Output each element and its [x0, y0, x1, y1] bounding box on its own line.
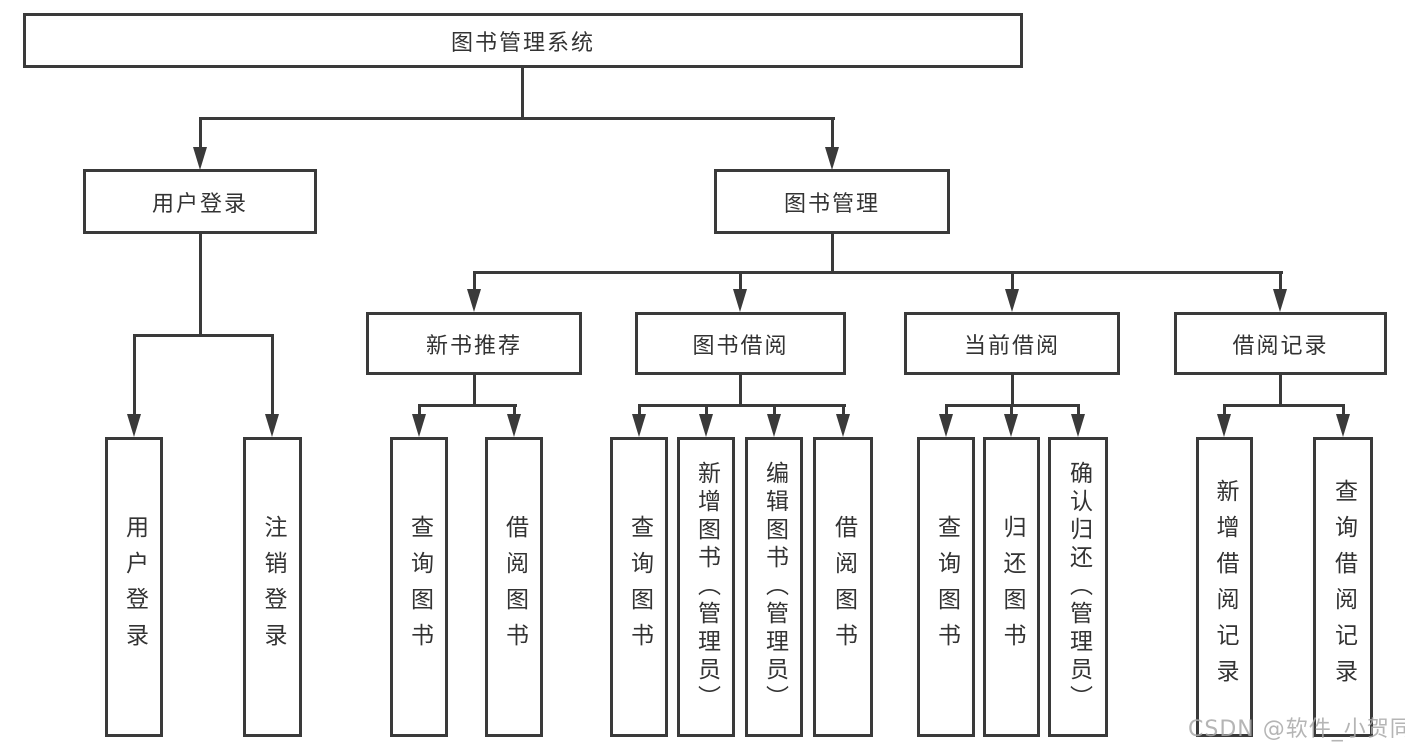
- leaf-add-book-admin-label: 新增图书（管理员）: [693, 461, 720, 713]
- connector-drop-d1: [945, 404, 948, 416]
- connector-drop-c2: [705, 404, 708, 416]
- leaf-borrow-books-label: 借阅图书: [830, 515, 857, 659]
- connector-book-management-split: [473, 271, 1283, 274]
- arrowhead-c3: [767, 414, 781, 437]
- arrowhead-e2: [1336, 414, 1350, 437]
- node-book-management-label: 图书管理: [783, 191, 880, 217]
- leaf-query-borrow-record: 查询借阅记录: [1313, 437, 1373, 737]
- connector-drop-d2: [1010, 404, 1013, 416]
- leaf-query-borrow-record-label: 查询借阅记录: [1330, 479, 1357, 695]
- connector-drop-user-login: [199, 117, 202, 149]
- arrowhead-c1: [632, 414, 646, 437]
- connector-drop-leaf-logout: [271, 334, 274, 416]
- connector-drop-borrow-records: [1279, 271, 1282, 291]
- node-root-label: 图书管理系统: [450, 30, 595, 56]
- connector-book-borrow-stem: [739, 375, 742, 407]
- connector-drop-leaf-login: [133, 334, 136, 416]
- leaf-query-books-recommend: 查询图书: [390, 437, 448, 737]
- connector-drop-d3: [1077, 404, 1080, 416]
- node-user-login: 用户登录: [83, 169, 317, 234]
- leaf-add-borrow-record-label: 新增借阅记录: [1212, 479, 1238, 695]
- leaf-borrow-books: 借阅图书: [813, 437, 873, 737]
- connector-drop-e1: [1223, 404, 1226, 416]
- leaf-borrow-books-recommend-label: 借阅图书: [501, 515, 528, 659]
- node-new-book-recommend: 新书推荐: [366, 312, 582, 375]
- arrowhead-d1: [939, 414, 953, 437]
- connector-drop-book-borrow: [739, 271, 742, 291]
- arrowhead-book-management: [825, 147, 839, 170]
- leaf-logout-label: 注销登录: [260, 515, 286, 659]
- arrowhead-borrow-records: [1273, 289, 1287, 312]
- connector-drop-c4: [842, 404, 845, 416]
- leaf-query-books-borrow: 查询图书: [610, 437, 668, 737]
- leaf-confirm-return-admin: 确认归还（管理员）: [1048, 437, 1108, 737]
- leaf-query-books-recommend-label: 查询图书: [406, 515, 433, 659]
- leaf-user-login-label: 用户登录: [121, 515, 148, 659]
- arrowhead-book-borrow: [733, 289, 747, 312]
- node-borrow-records: 借阅记录: [1174, 312, 1387, 375]
- arrowhead-c4: [836, 414, 850, 437]
- arrowhead-leaf-login: [127, 414, 141, 437]
- connector-current-borrow-stem: [1011, 375, 1014, 407]
- arrowhead-user-login: [193, 147, 207, 170]
- leaf-query-books-current: 查询图书: [917, 437, 975, 737]
- node-root: 图书管理系统: [23, 13, 1023, 68]
- connector-root-stem: [521, 68, 524, 119]
- connector-drop-e2: [1342, 404, 1345, 416]
- arrowhead-b1: [412, 414, 426, 437]
- connector-new-book-stem: [473, 375, 476, 407]
- arrowhead-b2: [507, 414, 521, 437]
- leaf-edit-book-admin-label: 编辑图书（管理员）: [761, 461, 788, 713]
- connector-book-management-stem: [831, 234, 834, 274]
- connector-drop-book-management: [831, 117, 834, 149]
- connector-drop-new-book: [473, 271, 476, 291]
- leaf-edit-book-admin: 编辑图书（管理员）: [745, 437, 803, 737]
- connector-drop-c3: [773, 404, 776, 416]
- arrowhead-c2: [699, 414, 713, 437]
- arrowhead-new-book: [467, 289, 481, 312]
- connector-drop-b2: [513, 404, 516, 416]
- node-book-borrow-label: 图书借阅: [692, 333, 789, 359]
- node-user-login-label: 用户登录: [151, 191, 248, 217]
- arrowhead-d3: [1071, 414, 1085, 437]
- connector-drop-b1: [418, 404, 421, 416]
- connector-borrow-records-split: [1223, 404, 1345, 407]
- connector-borrow-records-stem: [1279, 375, 1282, 407]
- leaf-add-book-admin: 新增图书（管理员）: [677, 437, 735, 737]
- node-current-borrow: 当前借阅: [904, 312, 1120, 375]
- watermark: CSDN @软件_小贺同学: [1188, 717, 1405, 742]
- connector-book-borrow-split: [638, 404, 846, 407]
- node-book-management: 图书管理: [714, 169, 950, 234]
- node-book-borrow: 图书借阅: [635, 312, 846, 375]
- connector-drop-c1: [638, 404, 641, 416]
- leaf-add-borrow-record: 新增借阅记录: [1196, 437, 1253, 737]
- connector-drop-current-borrow: [1011, 271, 1014, 291]
- connector-user-login-split: [133, 334, 274, 337]
- node-new-book-recommend-label: 新书推荐: [425, 333, 522, 359]
- connector-new-book-split: [418, 404, 517, 407]
- leaf-return-books: 归还图书: [983, 437, 1040, 737]
- node-borrow-records-label: 借阅记录: [1232, 333, 1329, 359]
- arrowhead-current-borrow: [1005, 289, 1019, 312]
- arrowhead-e1: [1217, 414, 1231, 437]
- arrowhead-leaf-logout: [265, 414, 279, 437]
- leaf-return-books-label: 归还图书: [999, 515, 1025, 659]
- leaf-query-books-borrow-label: 查询图书: [626, 515, 653, 659]
- connector-root-split: [199, 117, 835, 120]
- leaf-borrow-books-recommend: 借阅图书: [485, 437, 543, 737]
- leaf-logout: 注销登录: [243, 437, 302, 737]
- leaf-user-login: 用户登录: [105, 437, 163, 737]
- connector-user-login-stem: [199, 234, 202, 337]
- arrowhead-d2: [1004, 414, 1018, 437]
- leaf-query-books-current-label: 查询图书: [933, 515, 960, 659]
- leaf-confirm-return-admin-label: 确认归还（管理员）: [1065, 461, 1092, 713]
- node-current-borrow-label: 当前借阅: [963, 333, 1060, 359]
